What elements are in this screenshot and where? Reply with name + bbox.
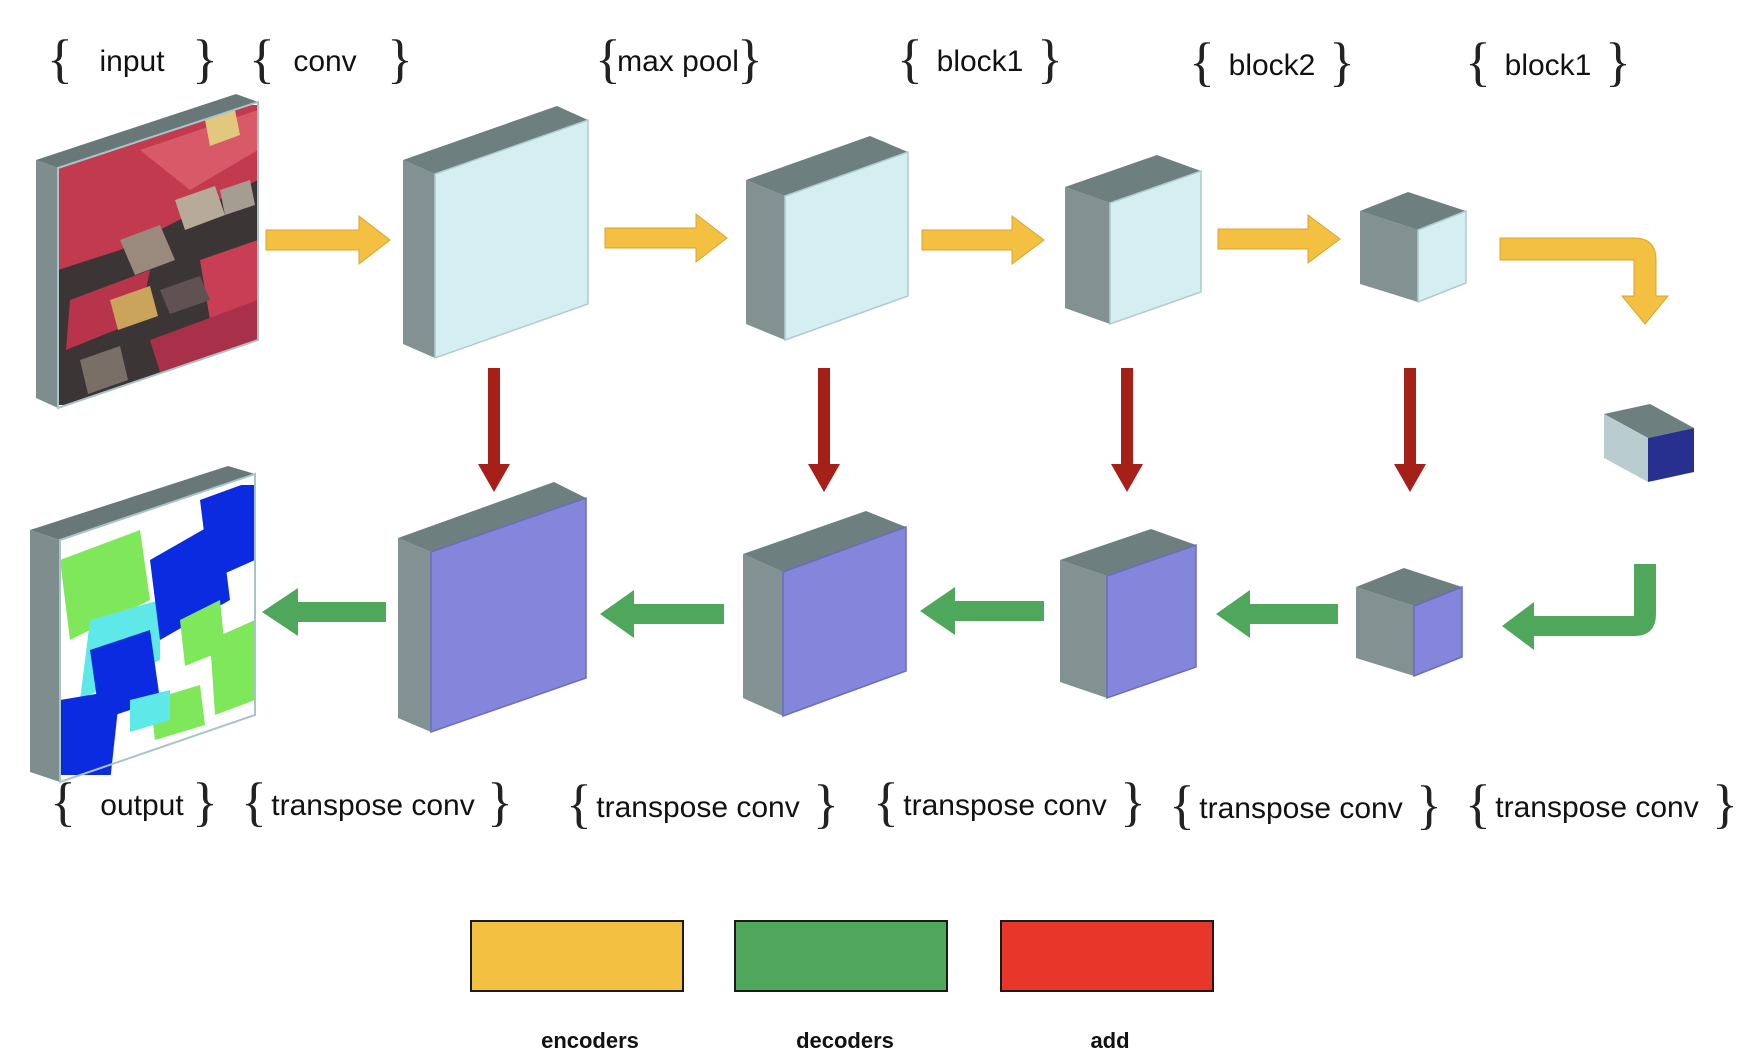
add-arrow-1	[478, 368, 510, 492]
label-transpose-conv-4: { transpose conv }	[1169, 775, 1442, 835]
output-segmentation-map	[60, 485, 255, 775]
encoder-arrow-1	[265, 214, 391, 266]
encoder-block-2	[746, 136, 909, 342]
top-labels: { input } { conv } { max pool } { block1…	[47, 29, 1631, 92]
decoder-arrows	[262, 564, 1656, 650]
legend-add: add	[1000, 920, 1214, 1053]
legend-encoders-swatch	[470, 920, 684, 992]
output-image-block	[30, 466, 256, 784]
encoder-block-4	[1360, 192, 1467, 304]
brace-left: {	[897, 29, 923, 89]
brace-left: {	[595, 29, 621, 89]
add-arrow-4	[1394, 368, 1426, 492]
add-arrow-3	[1111, 368, 1143, 492]
brace-right: }	[192, 772, 218, 832]
label-transpose-conv-3: { transpose conv }	[873, 772, 1146, 832]
label-transpose-conv-1-text: transpose conv	[271, 789, 474, 822]
encoder-block-3	[1065, 155, 1202, 326]
decoder-block-2	[743, 511, 907, 718]
decoder-block-3	[1060, 529, 1197, 700]
encoder-arrow-2	[604, 212, 728, 264]
label-block1-b: { block1 }	[1465, 32, 1631, 92]
brace-right: }	[1037, 29, 1063, 89]
label-conv: { conv }	[249, 29, 413, 89]
brace-left: {	[1465, 32, 1491, 92]
add-arrow-2	[808, 368, 840, 492]
brace-right: }	[387, 29, 413, 89]
encoder-arrow-3	[921, 215, 1045, 265]
brace-left: {	[566, 774, 592, 834]
encoder-block-1	[403, 106, 589, 360]
label-block2-text: block2	[1229, 49, 1316, 82]
legend-add-label: add	[1090, 1028, 1129, 1053]
decoder-arrow-4	[262, 588, 386, 636]
brace-left: {	[1465, 774, 1491, 834]
legend: encoders decoders add	[470, 920, 1214, 1053]
label-max-pool: { max pool }	[595, 29, 763, 89]
label-transpose-conv-3-text: transpose conv	[903, 789, 1106, 822]
decoder-arrow-1	[1216, 590, 1338, 638]
label-block1-b-text: block1	[1505, 49, 1592, 82]
decoder-block-4	[1356, 568, 1463, 678]
brace-right: }	[1605, 32, 1631, 92]
label-block2: { block2 }	[1189, 32, 1355, 92]
brace-left: {	[249, 29, 275, 89]
brace-left: {	[241, 772, 267, 832]
label-output: { output }	[50, 772, 218, 832]
brace-right: }	[192, 29, 218, 89]
bottleneck-block	[1604, 404, 1694, 482]
decoder-arrow-3	[600, 590, 724, 638]
encoder-arrow-4	[1217, 214, 1341, 264]
label-transpose-conv-1: { transpose conv }	[241, 772, 513, 832]
brace-right: }	[1120, 772, 1146, 832]
brace-right: }	[1416, 775, 1442, 835]
brace-right: }	[1329, 32, 1355, 92]
add-arrows	[478, 368, 1426, 492]
label-input-text: input	[99, 45, 165, 78]
legend-encoders: encoders	[470, 920, 684, 1053]
legend-decoders-label: decoders	[796, 1028, 894, 1053]
encoder-arrow-down-turn	[1499, 237, 1670, 325]
decoder-arrow-2	[920, 587, 1044, 635]
brace-right: }	[1712, 774, 1738, 834]
label-block1-a-text: block1	[937, 45, 1024, 78]
label-block1-a: { block1 }	[897, 29, 1063, 89]
input-image-block	[36, 94, 259, 410]
brace-right: }	[737, 29, 763, 89]
label-transpose-conv-5-text: transpose conv	[1495, 791, 1698, 824]
brace-left: {	[873, 772, 899, 832]
label-input: { input }	[47, 29, 218, 89]
legend-add-swatch	[1000, 920, 1214, 992]
label-transpose-conv-2: { transpose conv }	[566, 774, 839, 834]
brace-left: {	[1169, 775, 1195, 835]
brace-left: {	[1189, 32, 1215, 92]
encoder-arrows	[265, 212, 1670, 325]
bottom-labels: { output } { transpose conv } { transpos…	[50, 772, 1738, 835]
label-transpose-conv-2-text: transpose conv	[596, 791, 799, 824]
label-transpose-conv-4-text: transpose conv	[1199, 792, 1402, 825]
legend-decoders-swatch	[734, 920, 948, 992]
brace-left: {	[47, 29, 73, 89]
legend-encoders-label: encoders	[541, 1028, 639, 1053]
label-conv-text: conv	[293, 45, 356, 78]
brace-right: }	[487, 772, 513, 832]
legend-decoders: decoders	[734, 920, 948, 1053]
input-aerial-image	[58, 105, 258, 405]
brace-left: {	[50, 772, 76, 832]
label-transpose-conv-5: { transpose conv }	[1465, 774, 1738, 834]
decoder-block-1	[398, 482, 587, 734]
decoder-arrow-turn	[1502, 564, 1656, 650]
label-output-text: output	[100, 789, 184, 822]
brace-right: }	[813, 774, 839, 834]
label-max-pool-text: max pool	[617, 45, 739, 78]
